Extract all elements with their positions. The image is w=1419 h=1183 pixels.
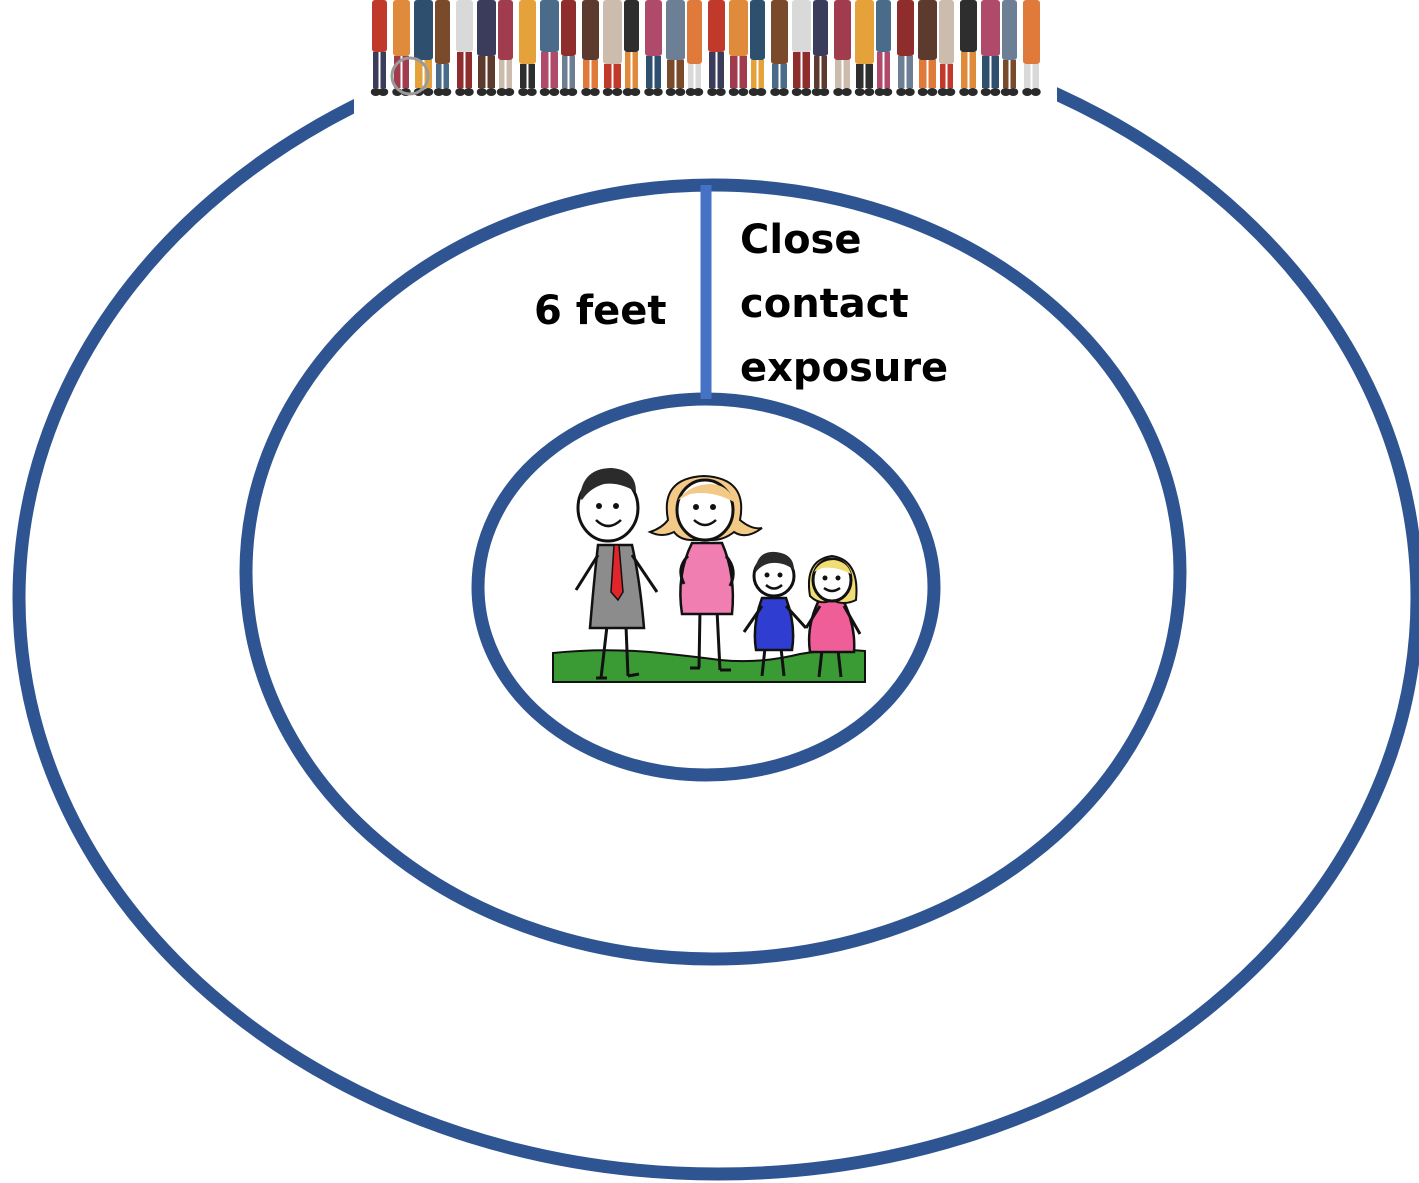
middle-ring [239,178,1187,966]
dad-figure [574,468,659,680]
family-illustration [552,468,866,683]
crowd-illustration [354,0,1057,140]
boy-figure [742,551,808,677]
zone-label-line-2: contact [740,281,909,327]
zone-label-line-3: exposure [740,345,948,391]
distance-label: 6 feet [534,288,667,334]
girl-figure [804,554,862,678]
mom-figure [647,474,763,672]
zone-label-line-1: Close [740,217,861,263]
